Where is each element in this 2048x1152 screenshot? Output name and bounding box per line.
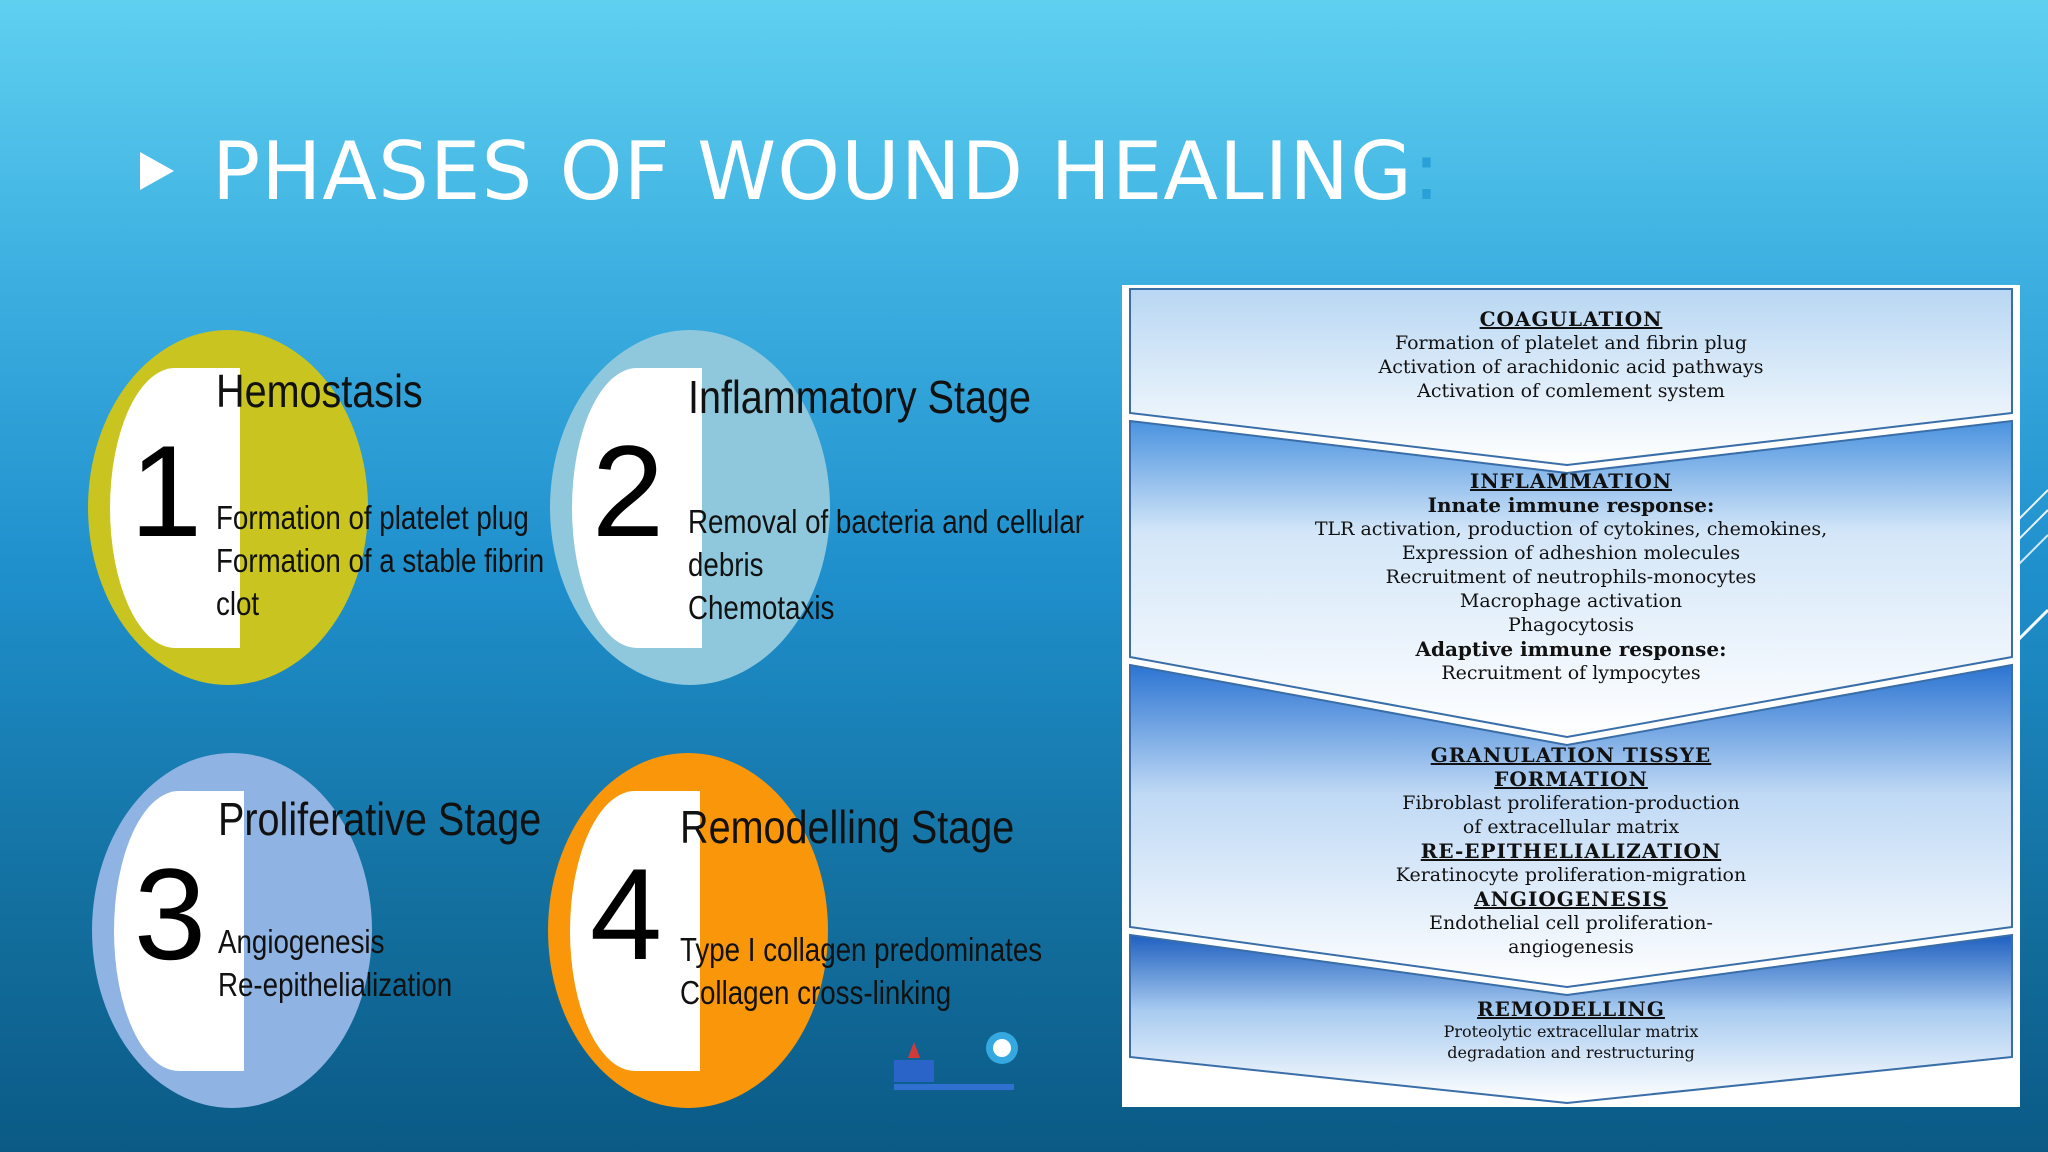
stage-desc-line: clot [216, 585, 260, 622]
play-triangle-icon [140, 152, 174, 190]
stage-moon [114, 791, 244, 1071]
logo-mark-icon [894, 1032, 1018, 1090]
title-colon: : [1413, 124, 1440, 218]
flow-line: angiogenesis [1508, 936, 1634, 958]
stage-desc-line: Chemotaxis [688, 589, 835, 626]
flow-line: Phagocytosis [1508, 614, 1634, 636]
wound-healing-flow: COAGULATION Formation of platelet and fi… [1122, 285, 2020, 1107]
stage-2-circle: 2 [550, 330, 830, 685]
flow-line: TLR activation, production of cytokines,… [1314, 518, 1828, 540]
stage-1-title: Hemostasis [216, 365, 423, 417]
stage-desc-line: Removal of bacteria and cellular [688, 503, 1084, 540]
remodelling-heading: REMODELLING [1477, 997, 1665, 1021]
stage-desc-line: Angiogenesis [218, 923, 385, 960]
granulation-block: GRANULATION TISSYE FORMATION Fibroblast … [1122, 743, 2020, 959]
adaptive-heading: Adaptive immune response: [1415, 637, 1727, 661]
inflammation-block: INFLAMMATION Innate immune response: TLR… [1122, 469, 2020, 685]
flow-line: of extracellular matrix [1462, 816, 1680, 838]
stage-3-title: Proliferative Stage [218, 793, 542, 845]
stage-desc-line: Re-epithelialization [218, 966, 453, 1003]
title-text: PHASES OF WOUND HEALING [212, 124, 1414, 218]
coagulation-heading: COAGULATION [1479, 307, 1663, 331]
stage-desc-line: Formation of a stable fibrin [216, 542, 545, 579]
flow-line: Formation of platelet and fibrin plug [1394, 332, 1748, 354]
flow-line: Macrophage activation [1459, 590, 1683, 612]
stage-4-circle: 4 [548, 753, 828, 1108]
flow-line: Recruitment of neutrophils-monocytes [1385, 566, 1757, 588]
stage-number: 3 [133, 841, 207, 987]
angiogenesis-heading: ANGIOGENESIS [1474, 887, 1668, 911]
stage-desc-line: Formation of platelet plug [216, 499, 529, 536]
granulation-heading-1: GRANULATION TISSYE [1430, 743, 1712, 767]
flow-line: Proteolytic extracellular matrix [1443, 1022, 1699, 1041]
stage-4-desc: Type I collagen predominates Collagen cr… [680, 928, 1042, 1014]
flow-line: Expression of adheshion molecules [1401, 542, 1741, 564]
stage-number: 4 [589, 841, 663, 987]
flow-line: Recruitment of lympocytes [1441, 662, 1701, 684]
stage-2-title: Inflammatory Stage [688, 371, 1032, 423]
flow-line: Activation of comlement system [1417, 380, 1725, 402]
flow-line: degradation and restructuring [1447, 1043, 1695, 1062]
flow-line: Endothelial cell proliferation- [1429, 912, 1713, 934]
stage-desc-line: debris [688, 546, 764, 583]
stage-number: 2 [591, 418, 665, 564]
stage-moon [110, 368, 240, 648]
stage-number: 1 [129, 418, 203, 564]
slide-title: PHASES OF WOUND HEALING : [140, 116, 1440, 226]
inflammation-heading: INFLAMMATION [1469, 469, 1673, 493]
flow-line: Fibroblast proliferation-production [1402, 792, 1740, 814]
coagulation-block: COAGULATION Formation of platelet and fi… [1122, 307, 2020, 403]
stage-desc-line: Type I collagen predominates [680, 931, 1043, 968]
flow-line: Activation of arachidonic acid pathways [1378, 356, 1764, 378]
flow-line: Keratinocyte proliferation-migration [1395, 864, 1747, 886]
stage-3-desc: Angiogenesis Re-epithelialization [218, 920, 452, 1006]
stage-4-title: Remodelling Stage [680, 801, 1015, 853]
stage-1-circle: 1 [88, 330, 368, 685]
granulation-heading-2: FORMATION [1494, 767, 1648, 791]
stage-2-desc: Removal of bacteria and cellular debris … [688, 500, 1084, 629]
stage-3-circle: 3 [92, 753, 372, 1108]
flow-bands [1129, 288, 2013, 1105]
stage-moon [572, 368, 702, 648]
innate-heading: Innate immune response: [1427, 493, 1715, 517]
stage-moon [570, 791, 700, 1071]
stage-desc-line: Collagen cross-linking [680, 974, 952, 1011]
reepithelialization-heading: RE-EPITHELIALIZATION [1420, 839, 1722, 863]
stage-1-desc: Formation of platelet plug Formation of … [216, 496, 544, 625]
remodelling-block: REMODELLING Proteolytic extracellular ma… [1122, 997, 2020, 1063]
